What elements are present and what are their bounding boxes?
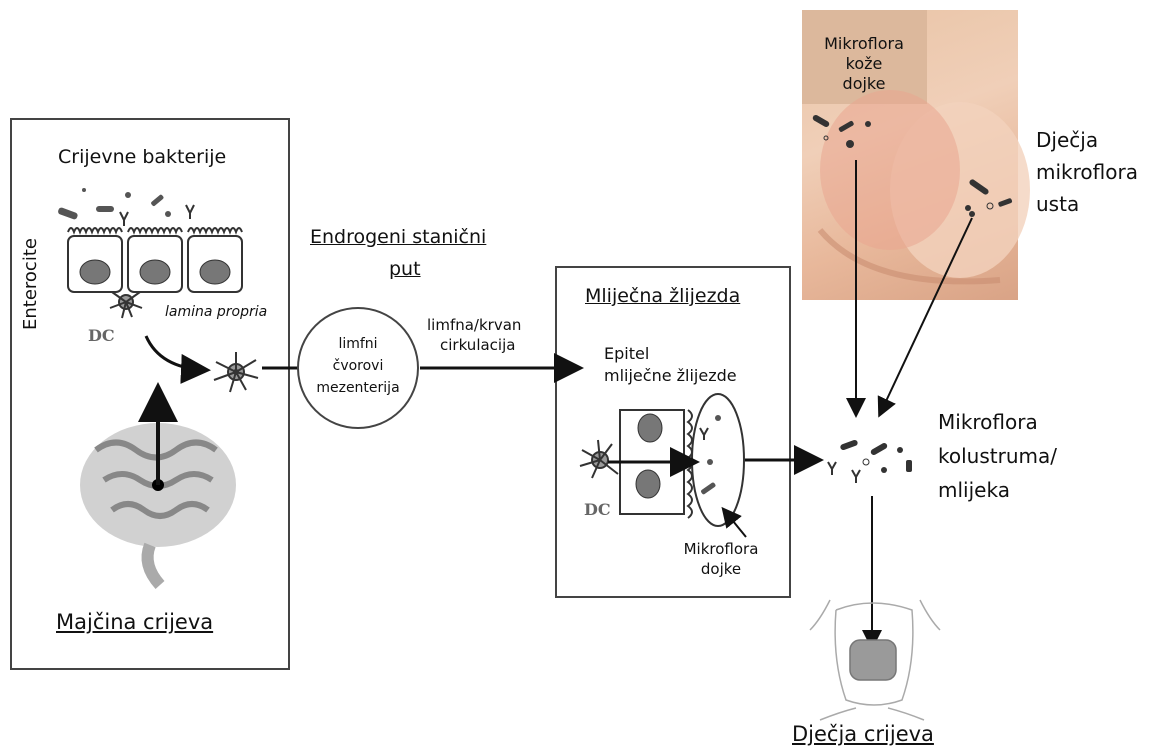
skin-microflora-line1: Mikroflora <box>812 34 916 53</box>
breast-microflora-line1: Mikroflora <box>676 540 766 558</box>
skin-microflora-line2: kože <box>812 54 916 73</box>
mammary-microflora-pointer <box>724 510 746 537</box>
gut-bacteria-title: Crijevne bakterije <box>58 146 226 168</box>
colostrum-line1: Mikroflora <box>938 410 1038 434</box>
dc-label-mammary: DC <box>584 500 611 519</box>
mammary-gland-title: Mliječna žlijezda <box>585 285 740 307</box>
lymph-node-line3: mezenterija <box>310 380 406 396</box>
infant-mouth-line3: usta <box>1036 192 1079 216</box>
breast-illustration <box>820 90 1030 281</box>
colostrum-line2: kolustruma/ <box>938 444 1057 468</box>
mammary-epithelium <box>620 394 744 526</box>
colostrum-line3: mlijeka <box>938 478 1010 502</box>
infant-mouth-line2: mikroflora <box>1036 160 1138 184</box>
maternal-gut-caption: Majčina crijeva <box>56 610 213 634</box>
enterocytes-label: Enterocite <box>20 238 41 330</box>
dc-label-gut: DC <box>88 326 115 345</box>
infant-gut-caption: Dječja crijeva <box>792 722 934 746</box>
mammary-nuclei <box>636 414 662 498</box>
epithelium-line1: Epitel <box>604 344 649 363</box>
infant-mouth-line1: Dječja <box>1036 128 1098 152</box>
infant-illustration <box>810 600 940 720</box>
pathway-title-1: Endrogeni stanični <box>310 226 486 248</box>
epithelium-line2: mliječne žlijezde <box>604 366 737 385</box>
gut-bacteria <box>57 188 194 226</box>
circulation-line2: cirkulacija <box>440 336 515 354</box>
mammary-bacteria <box>700 415 721 495</box>
circulation-line1: limfna/krvan <box>427 316 521 334</box>
dendritic-cell-2 <box>214 352 258 392</box>
lymph-node-line2: čvorovi <box>326 358 390 374</box>
dc-migration-arrow <box>146 336 205 370</box>
breast-microflora-line2: dojke <box>696 560 746 578</box>
colostrum-bacteria <box>828 439 912 483</box>
lamina-propria-label: lamina propria <box>165 304 267 320</box>
dendritic-cell-3 <box>580 440 618 478</box>
lymph-node-line1: limfni <box>336 336 380 352</box>
pathway-title-2: put <box>389 258 421 280</box>
enterocyte-nuclei <box>80 260 230 284</box>
skin-microflora-line3: dojke <box>812 74 916 93</box>
dendritic-cell-1 <box>110 292 142 318</box>
